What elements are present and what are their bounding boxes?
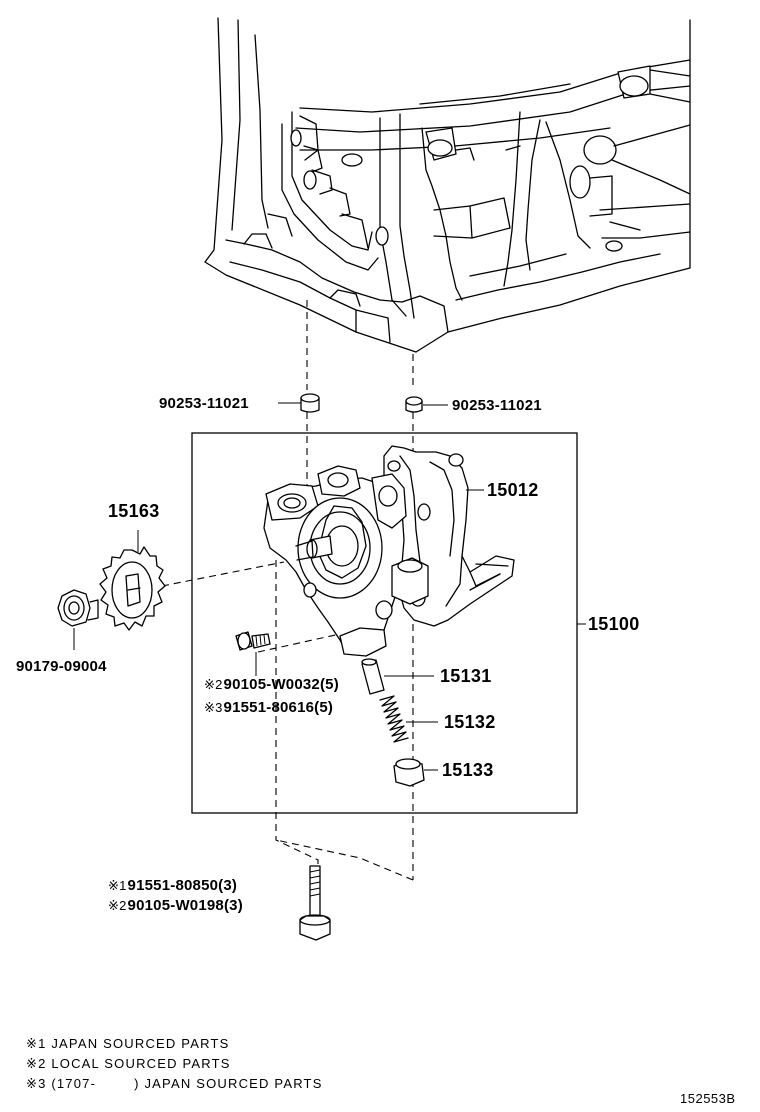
engine-block-drawing bbox=[204, 17, 691, 353]
footnote-2: ※2 LOCAL SOURCED PARTS bbox=[26, 1057, 231, 1070]
label-90179-09004: 90179-09004 bbox=[16, 658, 107, 675]
label-90253-11021-left: 90253-11021 bbox=[159, 395, 249, 412]
part-number: 90105-W0198(3) bbox=[127, 897, 243, 914]
label-15133: 15133 bbox=[442, 760, 494, 780]
label-15012: 15012 bbox=[487, 480, 539, 500]
label-15131: 15131 bbox=[440, 666, 492, 686]
dowel-pin-left bbox=[300, 393, 320, 413]
footnote-text: ) JAPAN SOURCED PARTS bbox=[134, 1076, 323, 1091]
footnote-mark: ※3 bbox=[26, 1076, 47, 1091]
footnote-text: JAPAN SOURCED PARTS bbox=[51, 1036, 230, 1051]
footnote-mark: ※2 bbox=[26, 1056, 47, 1071]
label-90105-w0198: ※290105-W0198(3) bbox=[108, 898, 243, 913]
note-mark-1: ※1 bbox=[108, 878, 127, 893]
footnote-3: ※3 (1707- ) JAPAN SOURCED PARTS bbox=[26, 1077, 323, 1090]
relief-valve-15131 bbox=[361, 658, 385, 695]
assembly-box-15100 bbox=[191, 432, 578, 814]
pump-housing bbox=[263, 465, 429, 657]
label-91551-80850: ※191551-80850(3) bbox=[108, 878, 237, 893]
label-15163: 15163 bbox=[108, 501, 160, 521]
bolt-90105-w0032 bbox=[235, 631, 271, 651]
footnote-date-prefix: (1707- bbox=[51, 1076, 97, 1091]
spring-15132 bbox=[379, 695, 409, 743]
nut-90179 bbox=[57, 589, 99, 627]
label-90105-w0032: ※290105-W0032(5) bbox=[204, 677, 339, 692]
part-number: 91551-80850(3) bbox=[127, 877, 238, 894]
label-90253-11021-right: 90253-11021 bbox=[452, 397, 542, 414]
dowel-pin-right bbox=[405, 396, 423, 413]
note-mark-2: ※2 bbox=[108, 898, 127, 913]
sprocket-15163 bbox=[99, 546, 166, 631]
footnote-text: LOCAL SOURCED PARTS bbox=[51, 1056, 231, 1071]
part-number: 91551-80616(5) bbox=[223, 699, 334, 716]
bolt-91551-80850 bbox=[299, 865, 331, 941]
footnote-1: ※1 JAPAN SOURCED PARTS bbox=[26, 1037, 229, 1050]
label-15132: 15132 bbox=[444, 712, 496, 732]
leader-lines bbox=[73, 402, 586, 771]
note-mark-2: ※2 bbox=[204, 677, 223, 692]
note-mark-3: ※3 bbox=[204, 700, 223, 715]
part-number: 90105-W0032(5) bbox=[223, 676, 339, 693]
label-15100: 15100 bbox=[588, 614, 640, 634]
diagram-id: 152553B bbox=[680, 1091, 736, 1106]
footnote-mark: ※1 bbox=[26, 1036, 47, 1051]
label-91551-80616: ※391551-80616(5) bbox=[204, 700, 333, 715]
plug-15133 bbox=[393, 758, 425, 787]
